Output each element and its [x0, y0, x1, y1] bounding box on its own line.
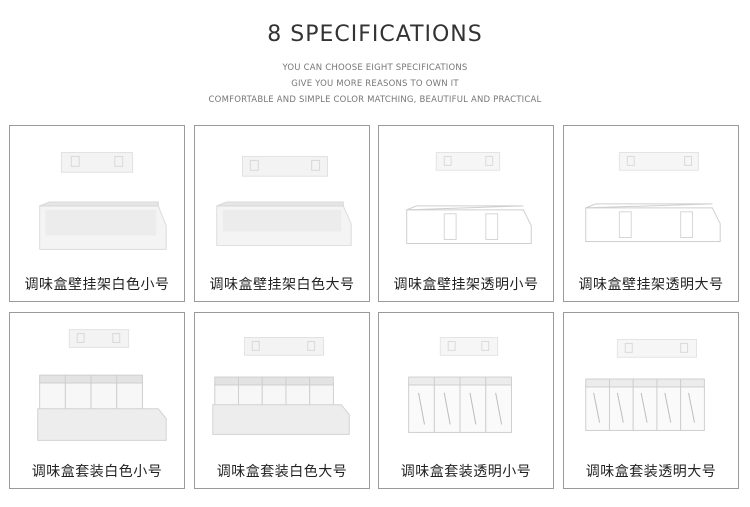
- white-set-large-image: [212, 337, 350, 435]
- product-label: 调味盒壁挂架透明小号: [393, 277, 539, 293]
- white-rack-large-image: [216, 155, 352, 246]
- white-rack-small-image: [39, 152, 167, 250]
- product-card-clear-rack-large[interactable]: 调味盒壁挂架透明大号: [563, 125, 739, 302]
- product-label: 调味盒壁挂架白色大号: [209, 277, 355, 293]
- clear-rack-large-image: [585, 152, 721, 242]
- subtitle-line-2: GIVE YOU MORE REASONS TO OWN IT: [291, 79, 459, 89]
- product-card-clear-set-large[interactable]: 调味盒套装透明大号: [563, 312, 739, 489]
- product-card-white-set-small[interactable]: 调味盒套装白色小号: [9, 312, 185, 489]
- product-label: 调味盒套装白色小号: [31, 464, 163, 480]
- product-card-clear-set-small[interactable]: 调味盒套装透明小号: [378, 312, 554, 489]
- clear-rack-small-image: [406, 152, 532, 244]
- white-set-small-image: [37, 329, 167, 441]
- subtitle-line-1: YOU CAN CHOOSE EIGHT SPECIFICATIONS: [282, 63, 468, 73]
- subtitle-line-3: COMFORTABLE AND SIMPLE COLOR MATCHING, B…: [208, 95, 542, 105]
- product-label: 调味盒套装透明小号: [400, 464, 532, 480]
- product-label: 调味盒壁挂架透明大号: [578, 277, 724, 293]
- page-title: 8 SPECIFICATIONS: [267, 22, 483, 47]
- product-label: 调味盒套装白色大号: [216, 464, 348, 480]
- clear-set-large-image: [585, 339, 705, 431]
- product-card-white-rack-large[interactable]: 调味盒壁挂架白色大号: [194, 125, 370, 302]
- clear-set-small-image: [408, 337, 512, 433]
- product-card-white-rack-small[interactable]: 调味盒壁挂架白色小号: [9, 125, 185, 302]
- product-card-white-set-large[interactable]: 调味盒套装白色大号: [194, 312, 370, 489]
- product-label: 调味盒壁挂架白色小号: [24, 277, 170, 293]
- product-label: 调味盒套装透明大号: [585, 464, 717, 480]
- product-card-clear-rack-small[interactable]: 调味盒壁挂架透明小号: [378, 125, 554, 302]
